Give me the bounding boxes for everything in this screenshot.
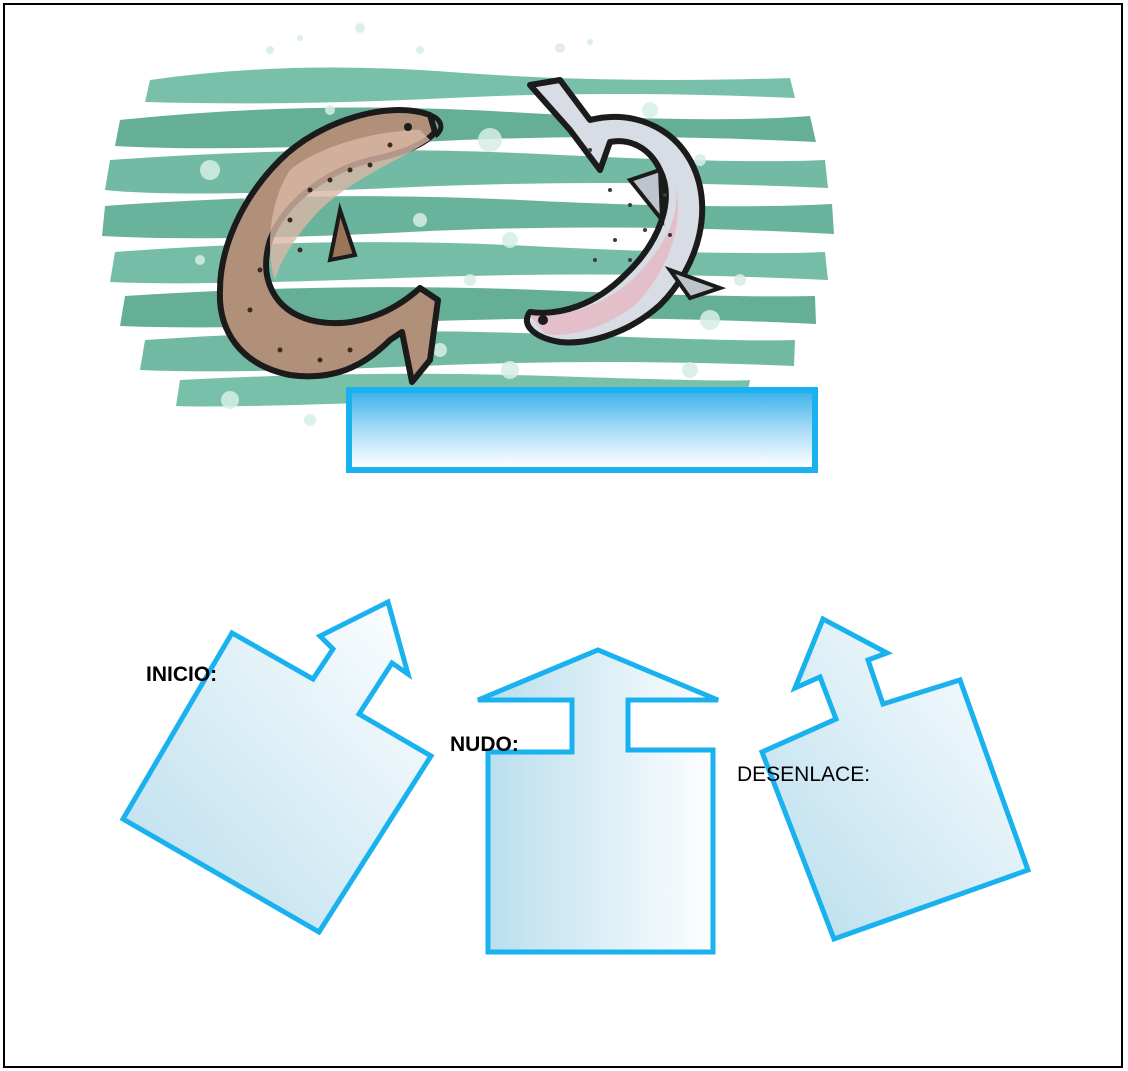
nudo-label: NUDO:	[450, 733, 519, 757]
inicio-arrow	[123, 602, 431, 932]
inicio-label: INICIO:	[146, 663, 217, 687]
desenlace-label: DESENLACE:	[737, 763, 870, 787]
nudo-arrow	[478, 650, 718, 952]
